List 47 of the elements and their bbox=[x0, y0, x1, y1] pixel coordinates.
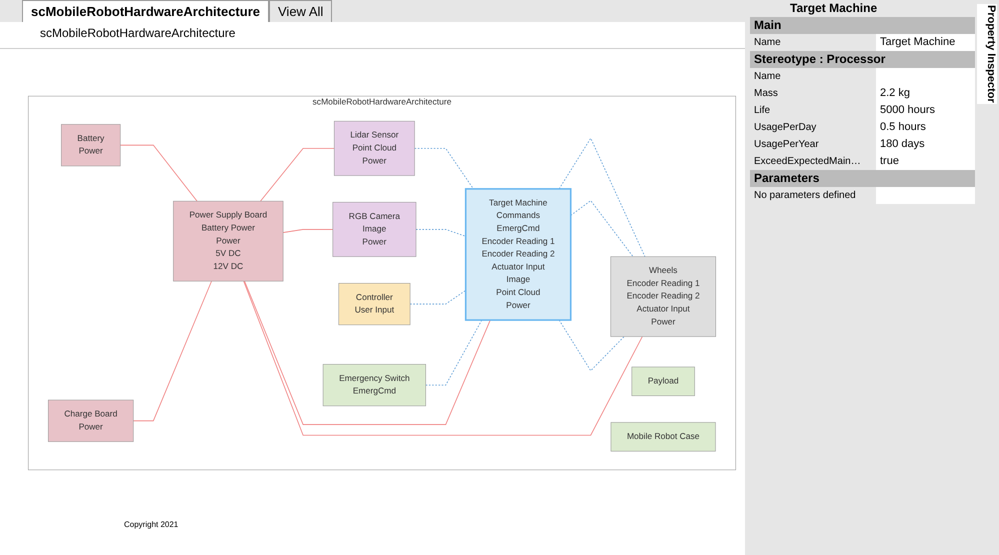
node-box: Target Machine Commands EmergCmd Encoder Reading 1 Encoder Reading 2 Actuator Input Image Point Cloud Power bbox=[464, 188, 572, 321]
property-value: Target Machine bbox=[876, 34, 975, 51]
node-box: Power Supply Board Battery Power Power 5V DC 12V DC bbox=[173, 200, 284, 282]
property-name: UsagePerDay bbox=[753, 121, 818, 135]
section-header: Main bbox=[750, 17, 975, 34]
property-value: true bbox=[876, 153, 975, 170]
property-name: Name bbox=[753, 70, 782, 84]
node-box: Controller User Input bbox=[338, 283, 410, 326]
inspector-tab: Property Inspector bbox=[977, 4, 997, 104]
connector bbox=[244, 280, 491, 425]
connector bbox=[425, 320, 482, 386]
property-value: 2.2 kg bbox=[876, 85, 975, 102]
property-name: No parameters defined bbox=[753, 189, 857, 203]
connector bbox=[570, 200, 634, 257]
node-box: Lidar Sensor Point Cloud Power bbox=[334, 120, 415, 176]
connector bbox=[558, 137, 646, 257]
connector bbox=[243, 280, 643, 436]
property-value: 180 days bbox=[876, 136, 975, 153]
title-tab: scMobileRobotHardwareArchitecture bbox=[22, 0, 269, 22]
connector bbox=[416, 229, 466, 237]
connector bbox=[414, 148, 474, 190]
node-box: Mobile Robot Case bbox=[610, 422, 716, 452]
section-header: Stereotype : Processor bbox=[750, 51, 975, 68]
property-value: 0.5 hours bbox=[876, 119, 975, 136]
connector bbox=[120, 144, 198, 202]
connector bbox=[282, 229, 334, 233]
connector bbox=[132, 280, 212, 422]
copyright-note: Copyright 2021 bbox=[124, 520, 178, 529]
view-all-tab: View All bbox=[269, 0, 332, 22]
property-name: UsagePerYear bbox=[753, 138, 820, 152]
property-name: ExceedExpectedMain… bbox=[753, 155, 862, 169]
node-box: RGB Camera Image Power bbox=[332, 202, 416, 257]
node-box: Emergency Switch EmergCmd bbox=[322, 364, 426, 406]
property-value: 5000 hours bbox=[876, 102, 975, 119]
section-header: Parameters bbox=[750, 170, 975, 187]
node-box: Payload bbox=[632, 366, 695, 396]
node-box: Charge Board Power bbox=[48, 400, 134, 442]
property-name: Mass bbox=[753, 87, 779, 101]
breadcrumb-link: scMobileRobotHardwareArchitecture bbox=[40, 26, 236, 40]
connector bbox=[260, 148, 335, 202]
connector bbox=[558, 320, 624, 372]
node-box: Battery Power bbox=[61, 124, 121, 166]
inspector-title: Target Machine bbox=[789, 0, 878, 17]
property-name: Life bbox=[753, 104, 772, 118]
property-name: Name bbox=[753, 36, 782, 50]
node-box: Wheels Encoder Reading 1 Encoder Reading 2 Actuator Input Power bbox=[610, 256, 716, 337]
connector bbox=[410, 290, 466, 304]
